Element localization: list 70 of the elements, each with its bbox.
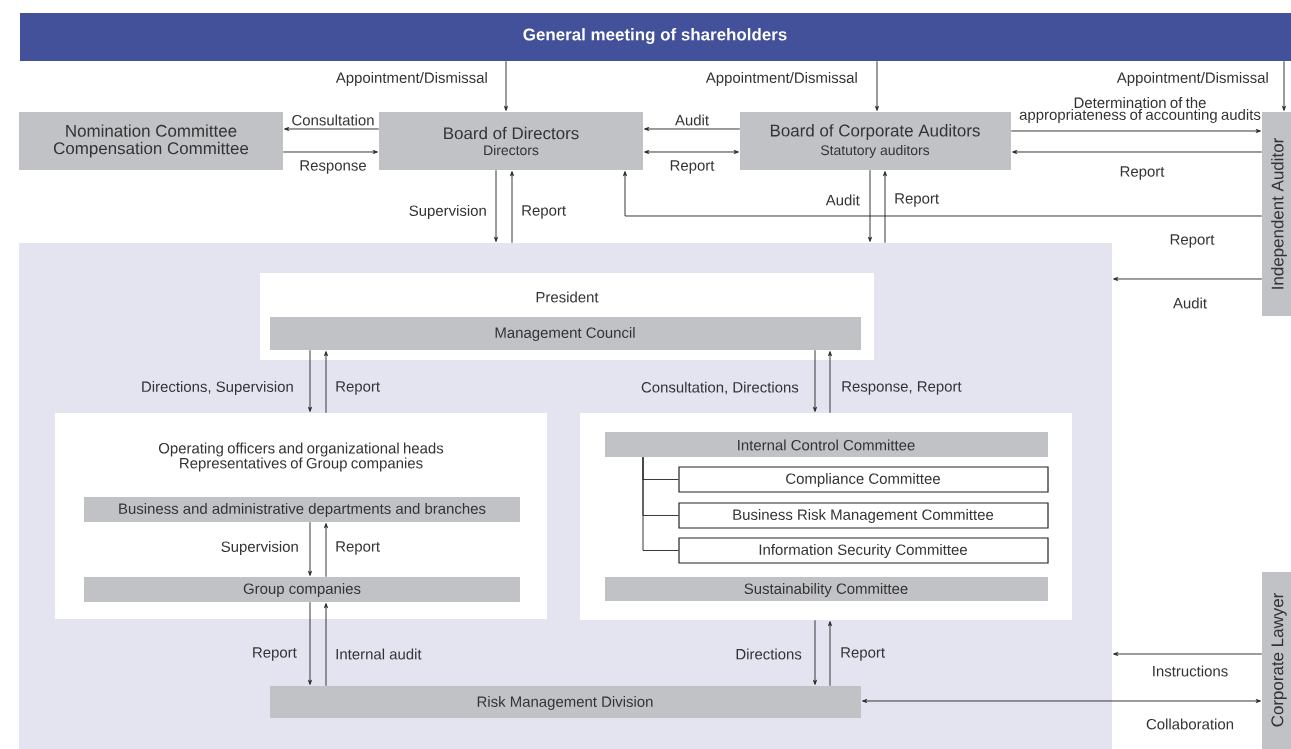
edge-label: Report (670, 160, 715, 174)
edge-label: Response, Report (842, 381, 962, 395)
edge-label: Appointment/Dismissal (1116, 72, 1268, 86)
arrow (862, 699, 1261, 703)
board-box: Board of Corporate Auditors Statutory auditors (740, 112, 1011, 170)
arrow (1012, 150, 1263, 154)
edge-label: Report (841, 647, 885, 661)
arrow (644, 127, 741, 131)
edge-label: Determination of the appropriateness of accounting audits (1019, 97, 1261, 123)
edge-label: Audit (675, 114, 709, 126)
committee-box: Business Risk Management Committee (678, 502, 1049, 529)
arrow (1113, 277, 1263, 281)
arrow (1113, 652, 1263, 656)
arrow (504, 60, 508, 111)
council-bar: Management Council (270, 317, 861, 350)
committee-box: Information Security Committee (678, 537, 1049, 564)
arrow (324, 603, 328, 687)
arrow (1010, 129, 1261, 133)
edge-label: Report (1120, 166, 1165, 180)
arrow (510, 171, 514, 244)
arrow (813, 619, 817, 685)
arrow (324, 351, 328, 414)
header-bar: General meeting of shareholders (20, 13, 1291, 61)
arrow (813, 349, 817, 412)
arrow (828, 621, 832, 687)
arrow (308, 601, 312, 685)
arrow (868, 169, 872, 242)
edge-label: Audit (1173, 297, 1207, 309)
board-box: Board of Directors Directors (379, 112, 643, 170)
edge-label: Instructions (1153, 665, 1228, 677)
arrow (1282, 60, 1286, 111)
edge-label: Appointment/Dismissal (705, 72, 857, 86)
arrow (644, 150, 739, 154)
arrow (623, 171, 1263, 217)
committee-bar: Internal Control Committee (605, 432, 1048, 457)
arrow (284, 127, 380, 131)
edge-label: Consultation (292, 114, 374, 126)
edge-label: Internal audit (336, 648, 422, 660)
edge-label: Directions (736, 648, 802, 660)
connector-line (642, 456, 679, 551)
committee-box: Compliance Committee (678, 466, 1049, 493)
edge-label: Supervision (221, 541, 298, 555)
division-bar: Risk Management Division (270, 686, 861, 718)
edge-label: Supervision (409, 205, 486, 219)
edge-label: Report (336, 381, 380, 395)
arrow (828, 351, 832, 414)
arrow (494, 169, 498, 242)
edge-label: Report (522, 205, 566, 219)
lawyer-box: Corporate Lawyer (1262, 572, 1291, 749)
arrow (308, 349, 312, 412)
edge-label: Collaboration (1146, 718, 1234, 730)
edge-label: Appointment/Dismissal (335, 72, 487, 86)
edge-label: Report (895, 193, 939, 207)
arrow (883, 171, 887, 244)
department-bar: Business and administrative departments and branches (84, 497, 520, 522)
auditor-box: Independent Auditor (1262, 112, 1291, 316)
edge-label: Response (300, 160, 366, 174)
arrow (875, 60, 879, 111)
edge-label: Report (253, 647, 297, 661)
arrow (282, 150, 378, 154)
edge-label: Consultation, Directions (641, 381, 799, 395)
committee-box: Nomination Committee Compensation Committee (19, 112, 283, 170)
arrow (324, 523, 328, 578)
committee-bar: Sustainability Committee (605, 577, 1048, 601)
department-bar: Group companies (84, 577, 520, 602)
edge-label: Directions, Supervision (142, 381, 293, 395)
arrow (308, 521, 312, 576)
edge-label: Report (1170, 234, 1215, 248)
edge-label: Audit (825, 194, 860, 206)
edge-label: Report (336, 541, 380, 555)
